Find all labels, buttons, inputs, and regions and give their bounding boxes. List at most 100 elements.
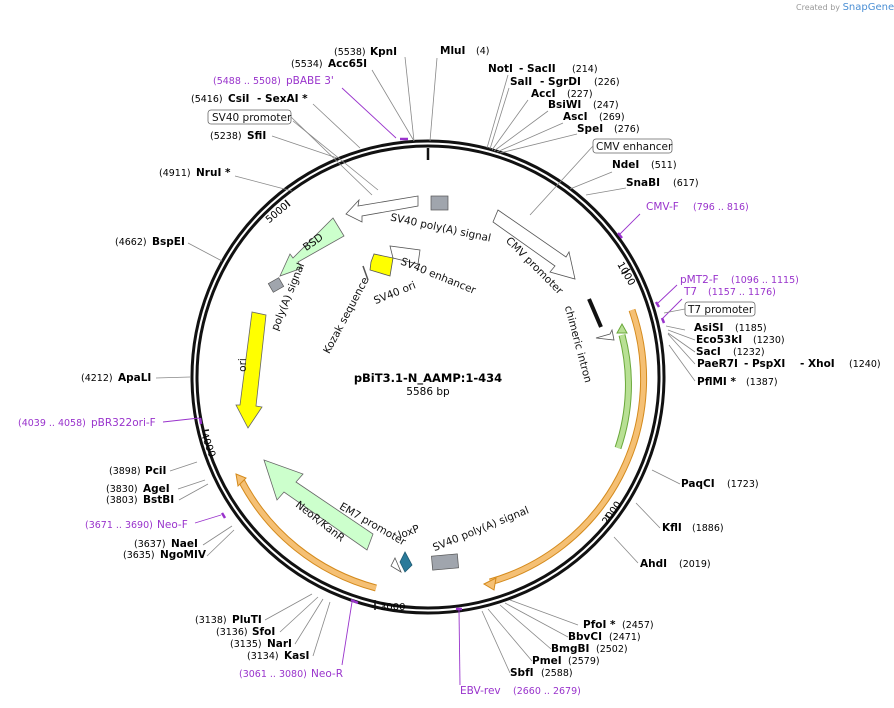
spei-label: SpeI [577, 123, 603, 135]
neo-f-coord: (3671 .. 3690) [85, 520, 153, 531]
paqci-label: PaqCI [681, 478, 715, 490]
bbvci-label: BbvCI [568, 631, 602, 643]
naei-label: NaeI [171, 538, 198, 550]
ahdi-label: AhdI [640, 558, 667, 570]
pspxi-label: - PspXI [744, 358, 785, 370]
boxed-feature-leaders [290, 116, 686, 314]
saci-coord: (1232) [733, 347, 765, 358]
feature-green-arc [615, 334, 631, 449]
kpni-coord: (5538) [334, 47, 366, 58]
agei-coord: (3830) [106, 484, 138, 495]
loxp-feature [399, 551, 413, 573]
pfoi-label: PfoI * [583, 619, 616, 631]
tick-mark-2000 [604, 514, 612, 520]
pbabe3-label: pBABE 3' [286, 75, 334, 87]
mlui-label: MluI [440, 45, 465, 57]
asisi-label: AsiSI [694, 322, 723, 334]
ori-label: ori [237, 358, 249, 372]
orange-arc-2 [237, 476, 377, 591]
snabi-label: SnaBI [626, 177, 660, 189]
apali-label: ApaLI [118, 372, 151, 384]
ahdi-coord: (2019) [679, 559, 711, 570]
paer7i-label: PaeR7I [697, 358, 738, 370]
pflmi-label: PflMI * [697, 376, 736, 388]
ngomiv-label: NgoMIV [160, 549, 207, 561]
sv40-promoter-label: SV40 promoter [212, 112, 292, 124]
bmgbi-label: BmgBI [551, 643, 589, 655]
feature-green-arc-head [616, 322, 628, 334]
chimeric-intron-bar [587, 298, 603, 328]
ebv-rev-coord: (2660 .. 2679) [513, 686, 581, 697]
paer7i-coord: (1240) [849, 359, 881, 370]
sali-coord: (226) [594, 77, 620, 88]
neo-r-label: Neo-R [311, 668, 343, 680]
t7-label: T7 [683, 286, 697, 298]
cmv-enhancer-label: CMV enhancer [596, 141, 673, 153]
csii-coord: (5416) [191, 94, 223, 105]
acc65i-label: Acc65I [328, 58, 367, 70]
sfoi-label: SfoI [252, 626, 275, 638]
backbone-inner [195, 144, 661, 610]
loxp-label: loxP [397, 523, 421, 542]
noti-coord: (214) [572, 64, 598, 75]
noti-label: NotI [488, 63, 513, 75]
bsiwi-label: BsiWI [548, 99, 581, 111]
sv40-promoter-box: SV40 promoter [207, 109, 292, 125]
sv40-enhancer-feature [389, 245, 421, 265]
cmv-enhancer-box: CMV enhancer [592, 138, 673, 154]
kasi-coord: (3134) [247, 651, 279, 662]
acc65i-coord: (5534) [291, 59, 323, 70]
sacii-label: - SacII [519, 63, 556, 75]
saci-label: SacI [696, 346, 721, 358]
backbone-outer [190, 139, 666, 615]
pbr322ori-f-coord: (4039 .. 4058) [18, 418, 86, 429]
acci-coord: (227) [567, 89, 593, 100]
pfoi-coord: (2457) [622, 620, 654, 631]
bsd-feature [279, 217, 345, 277]
asisi-coord: (1185) [735, 323, 767, 334]
cmv-f-coord: (796 .. 816) [693, 202, 749, 213]
pcii-label: PciI [145, 465, 166, 477]
naei-coord: (3637) [134, 539, 166, 550]
ndei-coord: (511) [651, 160, 677, 171]
sfii-coord: (5238) [210, 131, 242, 142]
kozak-label: Kozak sequence [321, 275, 371, 355]
primer-marks [198, 137, 666, 611]
t7-coord: (1157 .. 1176) [708, 287, 776, 298]
acci-label: AccI [531, 88, 555, 100]
neo-f-label: Neo-F [157, 519, 188, 531]
mlui-coord: (4) [476, 46, 489, 57]
insert-arc-head [482, 577, 497, 591]
eco53ki-label: Eco53kI [696, 334, 742, 346]
chimeric-intron-label: chimeric intron [562, 304, 594, 384]
insert-arc [489, 309, 647, 585]
pluti-label: PluTI [232, 614, 262, 626]
sv40-polya-top-feature [345, 195, 419, 223]
ori-feature [235, 311, 267, 429]
nrui-label: NruI * [196, 167, 231, 179]
pmei-coord: (2579) [568, 656, 600, 667]
csii-label: CsiI [228, 93, 249, 105]
bsiwi-coord: (247) [593, 100, 619, 111]
sv40-ori-label: SV40 ori [372, 279, 417, 307]
pluti-coord: (3138) [195, 615, 227, 626]
nari-coord: (3135) [230, 639, 262, 650]
ebv-rev-label: EBV-rev [460, 685, 501, 697]
chimeric-intron-feature [595, 328, 615, 341]
snapgene-logo: SnapGene [842, 2, 894, 13]
kasi-label: KasI [284, 650, 309, 662]
sv40-polya-bottom-label: SV40 poly(A) signal [431, 504, 531, 554]
bstbi-coord: (3803) [106, 495, 138, 506]
tick-mark-4000 [201, 429, 210, 432]
agei-label: AgeI [143, 483, 170, 495]
kozak-feature [362, 265, 369, 281]
cmv-promoter-feature [492, 209, 576, 280]
kfli-coord: (1886) [692, 523, 724, 534]
pflmi-coord: (1387) [746, 377, 778, 388]
t7-promoter-box: T7 promoter [684, 301, 756, 317]
eco53ki-coord: (1230) [753, 335, 785, 346]
spei-coord: (276) [614, 124, 640, 135]
cmv-f-label: CMV-F [646, 201, 679, 213]
pmei-label: PmeI [532, 655, 562, 667]
